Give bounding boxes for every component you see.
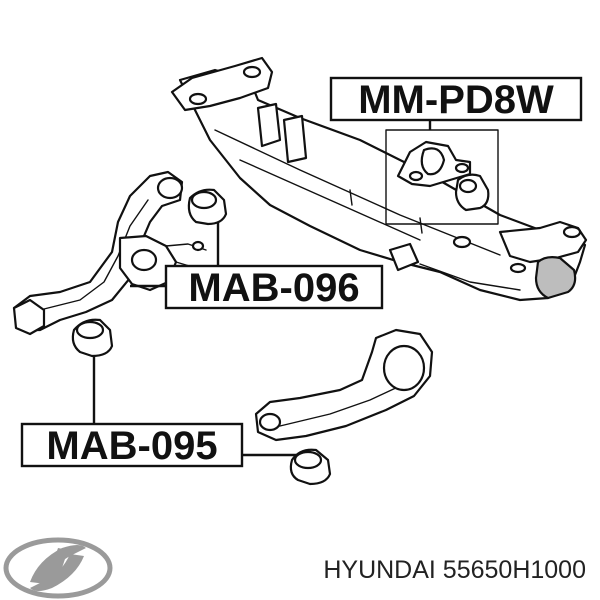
bushing-lower-arm	[289, 448, 332, 486]
label-mab-096: MAB-096	[164, 264, 384, 310]
detail-frame	[385, 129, 499, 225]
label-mm-pd8w: MM-PD8W	[329, 76, 583, 122]
hyundai-logo-icon	[3, 537, 113, 599]
lower-control-arm	[254, 328, 434, 442]
label-mab-095: MAB-095	[20, 422, 244, 468]
bushing-detail-mm-pd8w	[385, 129, 499, 225]
label-mm-pd8w-text: MM-PD8W	[358, 78, 554, 122]
label-mab-096-text: MAB-096	[188, 266, 359, 310]
bushing-mab-096	[187, 188, 228, 226]
rear-subframe	[170, 56, 588, 302]
trailing-arm	[12, 170, 207, 336]
part-number-text: HYUNDAI 55650H1000	[323, 556, 586, 584]
label-mab-095-text: MAB-095	[46, 424, 217, 468]
bushing-mab-095	[71, 318, 114, 358]
